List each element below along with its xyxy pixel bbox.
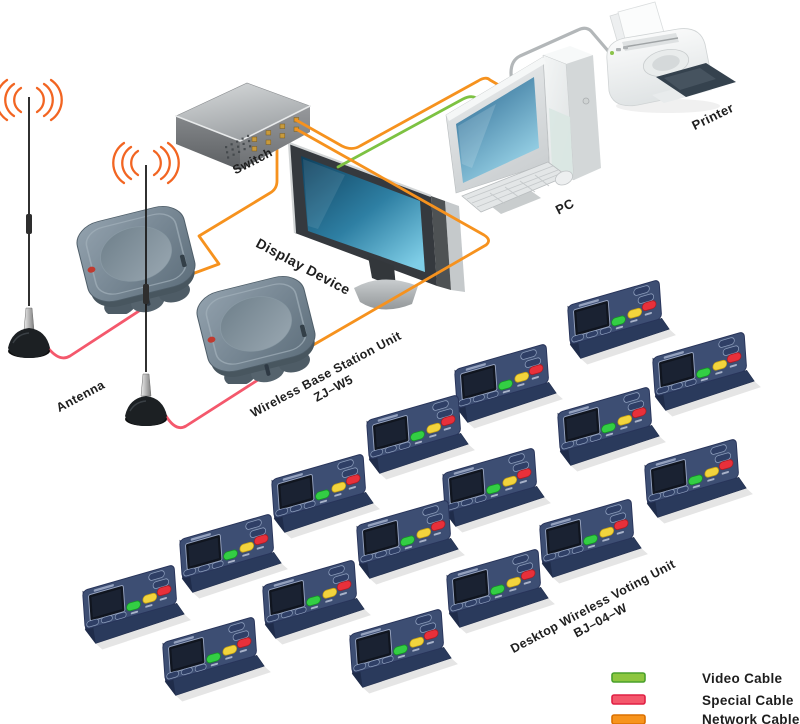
printer-button	[616, 48, 621, 52]
legend-swatch-video	[611, 672, 646, 683]
network-cable-basestation1-switch	[171, 140, 279, 283]
legend-label-video: Video Cable	[702, 671, 783, 686]
voting-unit-12	[438, 548, 556, 636]
pc-monitor-stand-base	[487, 188, 541, 214]
switch-port-icon	[251, 136, 258, 142]
antenna-base-dome	[8, 328, 50, 358]
antenna-cone	[23, 307, 35, 331]
display-screen-gloss	[303, 159, 345, 229]
network-cable-switch-basestation2	[294, 127, 490, 350]
legend: Video Cable Special Cable Network Cable	[611, 671, 800, 724]
switch-vent-dot	[243, 148, 246, 151]
switch-vent-dot	[226, 151, 229, 154]
switch-vents	[225, 134, 252, 159]
voting-unit-7	[434, 447, 552, 535]
antenna-collar	[143, 284, 149, 304]
switch-vent-dot	[227, 156, 230, 159]
pc-tower-glass	[549, 108, 573, 176]
printer-button	[623, 46, 628, 50]
voting-unit-1	[559, 279, 677, 367]
switch-device	[175, 82, 311, 170]
switch-vent-dot	[236, 140, 239, 143]
printer-slot-line	[623, 37, 679, 48]
signal-arcs-icon	[0, 78, 63, 122]
printer-device	[606, 1, 736, 113]
switch-vent-dot	[231, 148, 234, 151]
pc-tower-side	[566, 55, 601, 180]
switch-edge-highlight	[175, 105, 311, 142]
pc-device	[445, 46, 601, 214]
switch-port-icon	[279, 123, 286, 129]
display-side-slab	[431, 196, 451, 290]
voting-unit-4	[549, 386, 667, 474]
voting-unit-3	[446, 343, 564, 431]
antenna-base-highlight	[129, 400, 147, 412]
switch-vent-dot	[232, 153, 235, 156]
antenna-base-dome	[125, 396, 167, 426]
voting-unit-9	[531, 498, 649, 586]
switch-vent-dot	[230, 143, 233, 146]
pc-screen-gloss	[458, 104, 496, 168]
switch-vent-dot	[242, 142, 245, 145]
signal-arcs-icon	[112, 141, 180, 185]
pc-power-button	[582, 97, 590, 105]
switch-vent-dot	[247, 134, 250, 137]
printer-led	[610, 51, 614, 55]
switch-port-icon	[279, 133, 286, 139]
cables-layer-2	[294, 76, 518, 350]
switch-vent-dot	[241, 137, 244, 140]
voting-units-group	[74, 279, 762, 704]
pc-tower-top	[543, 46, 593, 64]
switch-port-icon	[265, 130, 272, 136]
printer-cable	[509, 26, 611, 84]
antenna-1	[0, 78, 63, 358]
pc-monitor-screen	[456, 77, 539, 183]
display-screen	[301, 156, 425, 272]
display-device	[287, 141, 465, 310]
voting-unit-6	[636, 438, 754, 526]
switch-vent-dot	[238, 150, 241, 153]
pc-mouse	[554, 170, 574, 186]
printer-tray-sheet	[664, 68, 716, 90]
voting-unit-2	[644, 331, 762, 419]
switch-port-icon	[251, 146, 258, 152]
switch-vent-dot	[248, 140, 251, 143]
base-stations	[71, 200, 325, 384]
switch-vent-dot	[249, 145, 252, 148]
antenna-cone	[140, 373, 152, 397]
switch-left-face	[176, 116, 240, 170]
display-back-panel	[445, 201, 465, 292]
legend-swatch-network	[611, 714, 646, 724]
voting-unit-16	[154, 616, 272, 704]
legend-label-network: Network Cable	[702, 712, 800, 724]
printer-door-inner	[652, 55, 680, 71]
switch-vent-dot	[237, 145, 240, 148]
switch-front-face	[240, 106, 310, 170]
switch-vent-dot	[225, 146, 228, 149]
voting-unit-15	[341, 608, 459, 696]
display-stand-base	[354, 279, 418, 310]
network-cable-switch-pc	[294, 76, 518, 150]
pc-keyboard-keys	[466, 165, 563, 208]
legend-label-special: Special Cable	[702, 693, 794, 708]
switch-port-icon	[265, 139, 272, 145]
antenna-2	[112, 141, 180, 426]
legend-swatch-special	[611, 694, 646, 705]
base-station-2	[191, 270, 325, 384]
antenna-base-highlight	[12, 332, 30, 344]
base-station-1	[71, 200, 205, 314]
antenna-collar	[26, 214, 32, 234]
pc-monitor-top-edge	[446, 57, 546, 121]
